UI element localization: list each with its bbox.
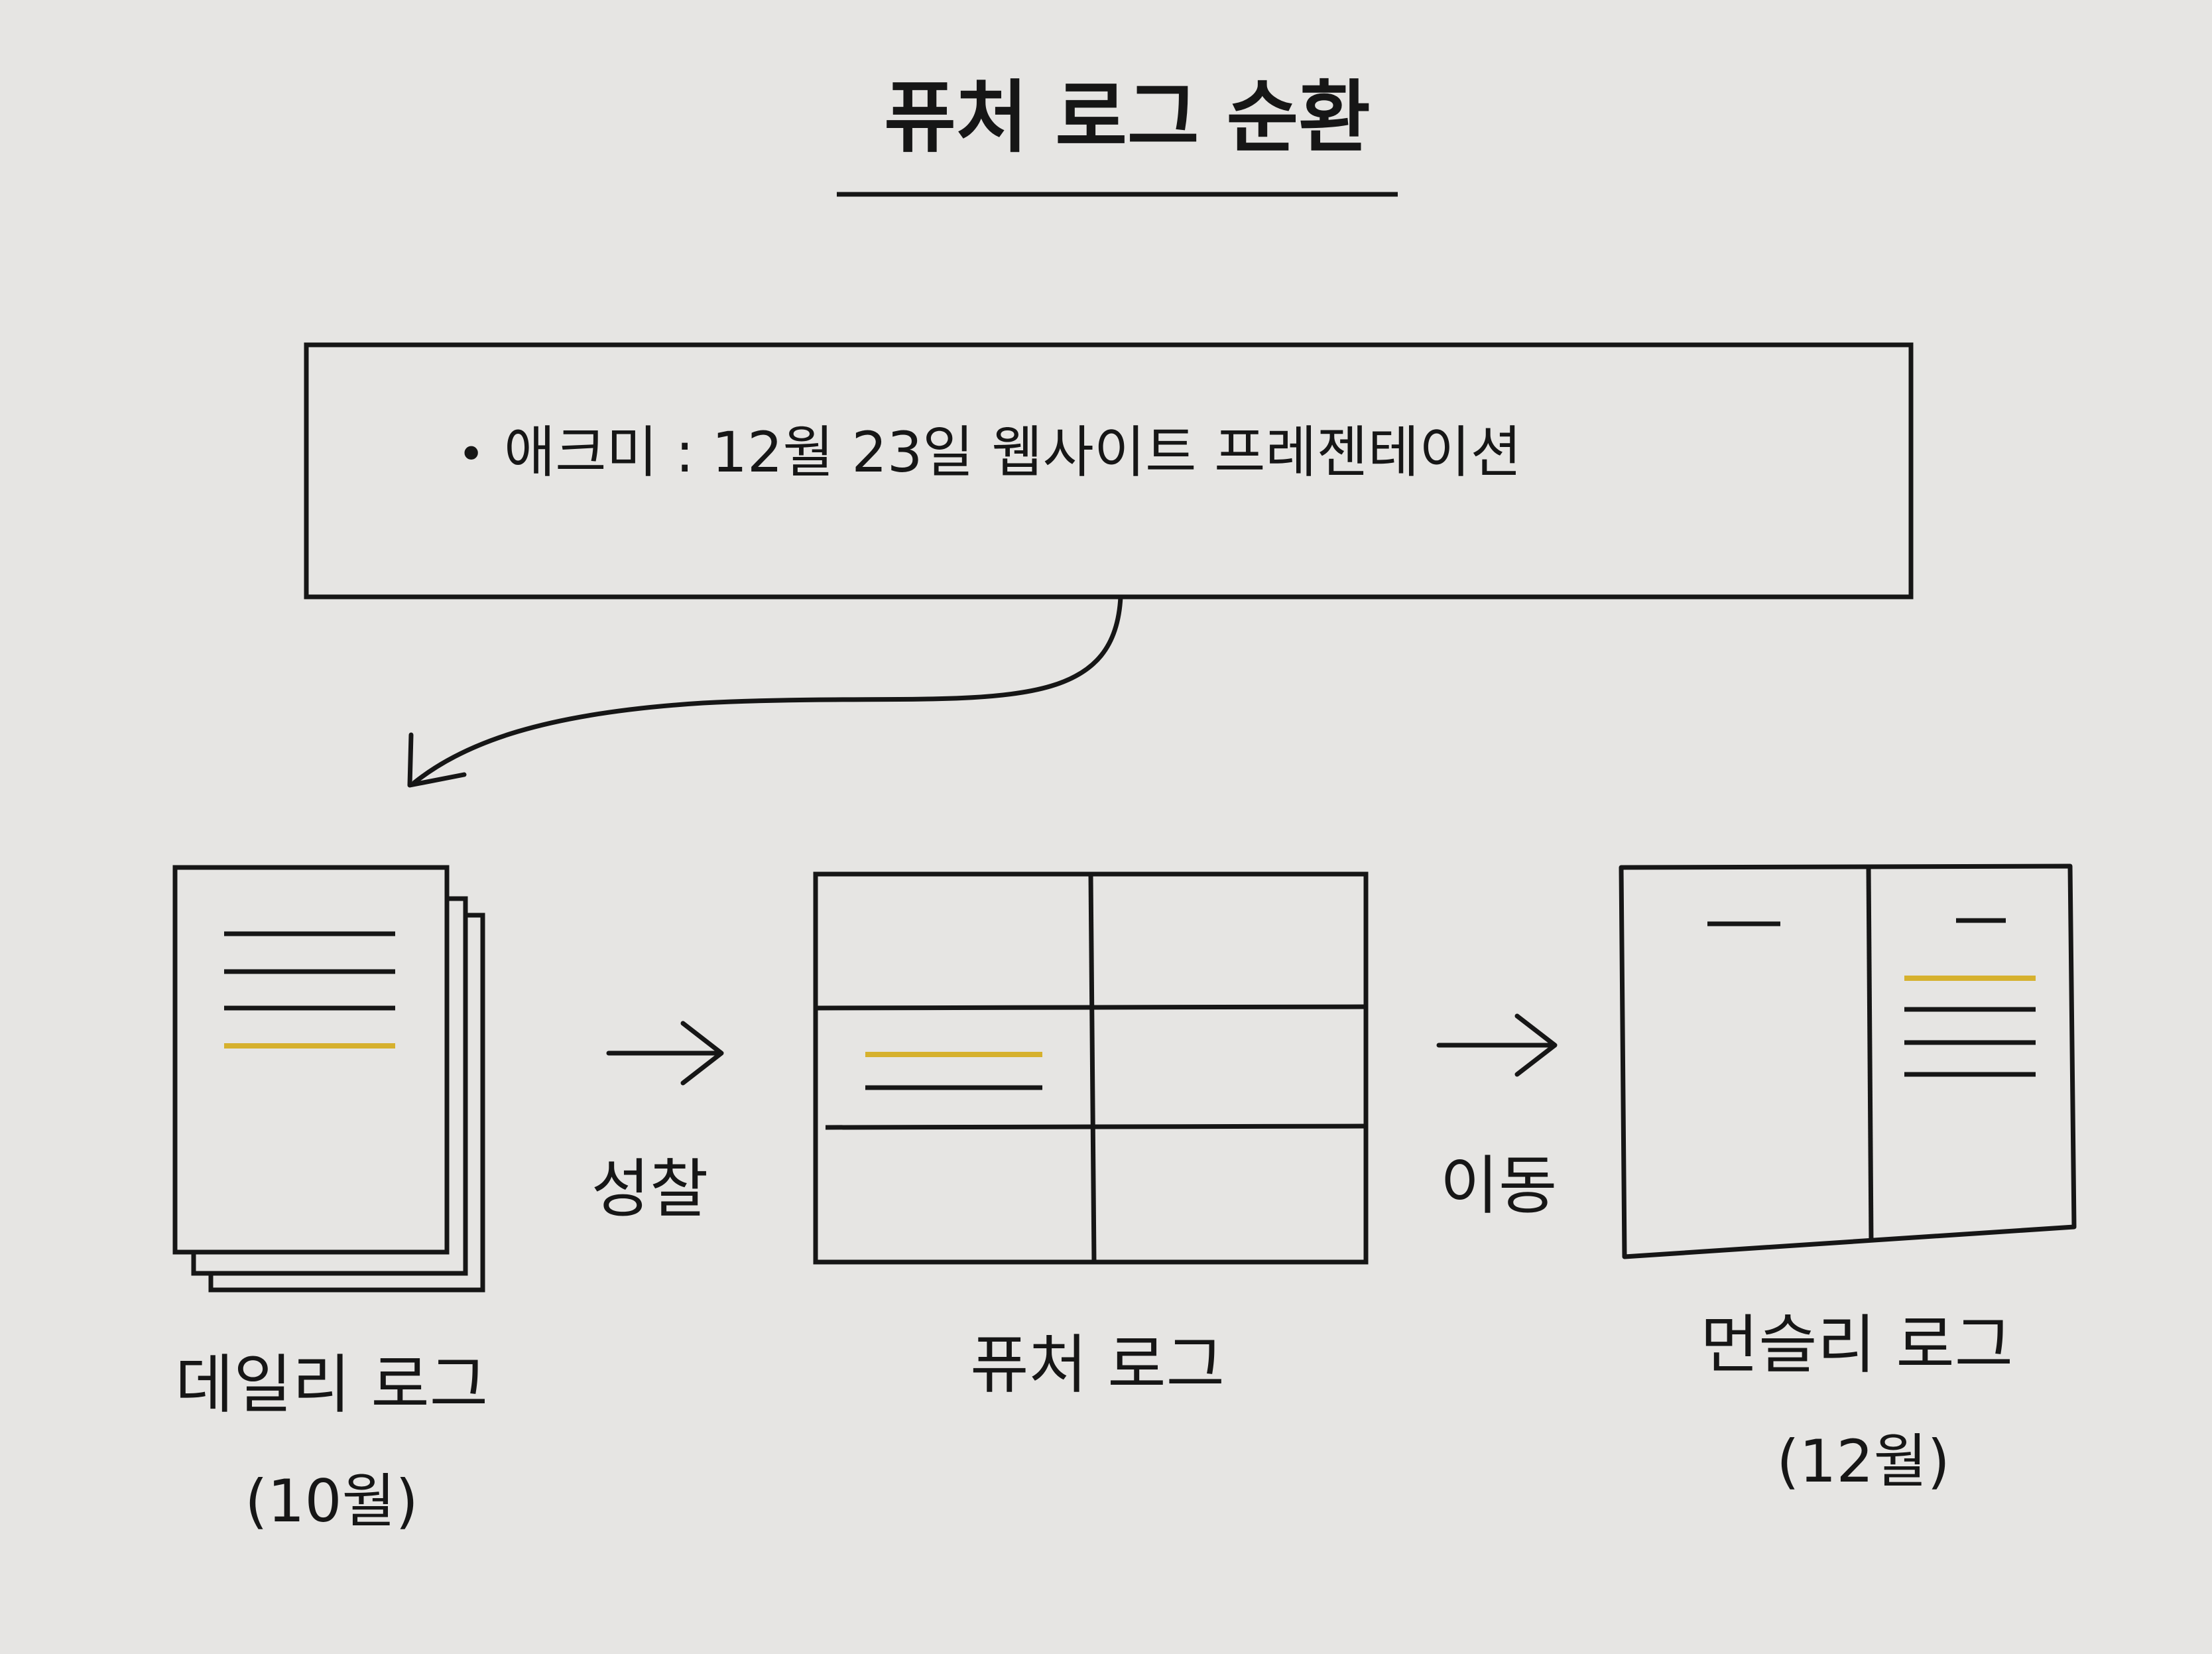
move-label: 이동 (1440, 1149, 1558, 1223)
reflect-arrow (606, 1021, 724, 1086)
note-bullet: • (458, 427, 485, 481)
note-box (304, 342, 1914, 600)
curved-arrow (412, 594, 1123, 785)
daily-log-icon (172, 865, 485, 1293)
monthly-log-icon (1619, 863, 2077, 1259)
future-log-label: 퓨처 로그 (970, 1328, 1225, 1402)
reflect-label: 성찰 (591, 1152, 709, 1226)
monthly-log-label: 먼슬리 로그 (1699, 1308, 2014, 1382)
diagram-title: 퓨처 로그 순환 (884, 72, 1371, 163)
daily-log-label: 데일리 로그 (174, 1348, 489, 1422)
curved-arrow-head (407, 732, 467, 788)
daily-log-period: (10월) (245, 1467, 418, 1535)
move-arrow (1436, 1013, 1558, 1077)
future-log-icon (813, 871, 1369, 1265)
monthly-log-period: (12월) (1776, 1427, 1950, 1495)
note-text: 애크미 : 12월 23일 웹사이트 프레젠테이션 (504, 420, 1522, 485)
